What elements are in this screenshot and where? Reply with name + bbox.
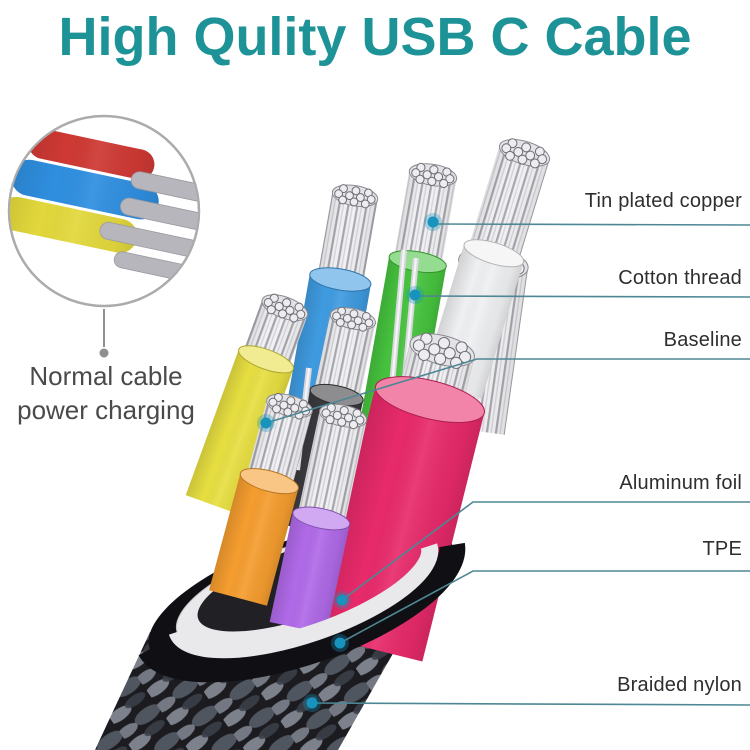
inset-normal-cable [7,114,201,358]
callout-dot-tpe-core [334,637,346,649]
callout-dot-baseline-core [260,417,272,429]
callout-line-tin-plated-copper [432,223,750,226]
callout-dot-aluminum-foil-core [336,594,348,606]
label-tin-plated-copper: Tin plated copper [584,190,742,212]
wire-purple [269,403,368,635]
inset-caption-line2: power charging [17,394,195,425]
callout-dot-cotton-thread-core [409,289,421,301]
label-aluminum-foil: Aluminum foil [619,472,742,494]
callout-line-cotton-thread [414,295,750,298]
label-braided-nylon: Braided nylon [617,674,742,696]
wire-yellow [185,293,309,515]
tpe-ring-front [138,542,466,683]
callout-dot-braided-nylon-core [306,697,318,709]
inset-leader-dot [99,348,109,358]
callout-dot-tin-plated-copper-core [427,216,439,228]
label-baseline: Baseline [663,329,742,351]
aluminum-foil-ring-front [168,543,439,659]
inset-caption-line1: Normal cable [29,361,183,391]
callout-line-braided-nylon [311,702,750,706]
label-cotton-thread: Cotton thread [618,267,742,289]
callout-line-tpe [339,570,750,644]
callout-line-aluminum-foil [341,501,750,601]
inset-caption: Normal cable power charging [0,360,212,428]
page-title: High Qulity USB C Cable [58,7,692,67]
callout-line-baseline [265,358,750,424]
label-tpe: TPE [702,538,742,560]
inset-conductor-rod [120,197,198,233]
